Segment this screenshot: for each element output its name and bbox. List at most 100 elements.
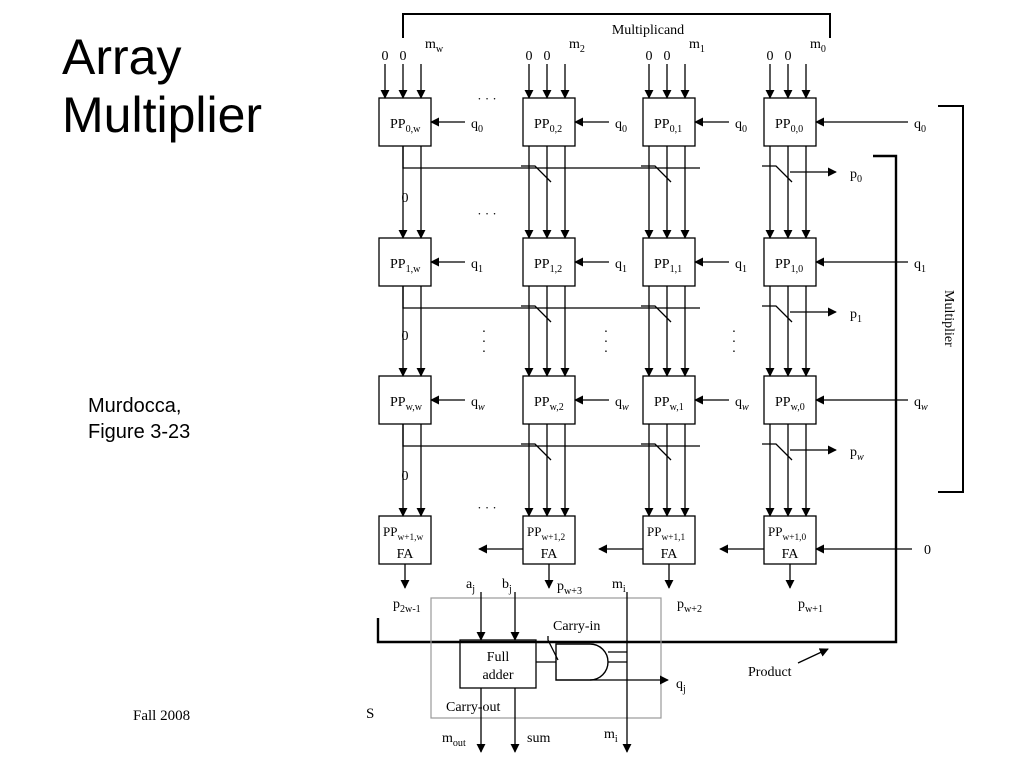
vertical-dots: · xyxy=(732,325,737,340)
caption-line-1: Murdocca, xyxy=(88,395,182,417)
sum-label: sum xyxy=(527,731,550,746)
multiplicand-bit-label: m0 xyxy=(810,37,826,55)
ellipsis: · · · xyxy=(477,500,497,515)
caption-line-2: Figure 3-23 xyxy=(88,421,191,443)
vertical-dots: · xyxy=(732,335,737,350)
pp-cell-label: PPw,2 xyxy=(534,395,564,413)
title-line-2: Multiplier xyxy=(62,87,263,143)
pp-cell-label: PPw,w xyxy=(390,395,423,413)
pp-cell-label: PP0,0 xyxy=(775,117,803,135)
slide-title: Array Multiplier xyxy=(62,28,262,144)
p-label: p0 xyxy=(850,167,862,185)
vertical-dots: · xyxy=(604,335,609,350)
product-bracket xyxy=(376,154,898,644)
q-label: qw xyxy=(914,395,928,413)
zero-label: 0 xyxy=(646,49,653,64)
pp-cell-label: PP1,1 xyxy=(654,257,682,275)
carry-diag xyxy=(762,305,793,323)
ellipsis: · · · xyxy=(477,91,497,106)
full-adder-label: adder xyxy=(482,668,513,683)
vertical-dots: · xyxy=(482,335,487,350)
row-wire xyxy=(402,424,700,447)
fa-label: FA xyxy=(661,547,679,562)
slide-footer: Fall 2008 xyxy=(133,708,191,724)
carry-diag xyxy=(521,443,552,461)
mi-label: mi xyxy=(612,577,626,595)
zero-label: 0 xyxy=(400,49,407,64)
bj-label: bj xyxy=(502,577,512,595)
product-arrow xyxy=(797,648,829,664)
pp-cell-label: PPw,0 xyxy=(775,395,805,413)
row-wire xyxy=(402,286,700,309)
detail-box xyxy=(430,597,662,719)
qj-label: qj xyxy=(676,677,686,695)
vertical-dots: · xyxy=(482,325,487,340)
multiplicand-label: Multiplicand xyxy=(612,23,684,38)
full-adder-label: Full xyxy=(487,650,510,665)
full-adder-box xyxy=(459,639,537,689)
mout-label: mout xyxy=(442,731,466,749)
pp-cell-label: PPw,1 xyxy=(654,395,684,413)
pp-cell-label: PP0,1 xyxy=(654,117,682,135)
footer-fragment: S xyxy=(366,706,375,722)
multiplicand-bit-label: mw xyxy=(425,37,444,55)
zero-label: 0 xyxy=(526,49,533,64)
q-label: qw xyxy=(615,395,629,413)
carry-diag xyxy=(521,305,552,323)
pp-cell-label: PP0,w xyxy=(390,117,421,135)
row-wire xyxy=(402,146,700,169)
carry-diag xyxy=(641,305,672,323)
fa-label: FA xyxy=(397,547,415,562)
pp-cell-label: PP0,2 xyxy=(534,117,562,135)
carry-diag xyxy=(641,165,672,183)
carry-diag xyxy=(641,443,672,461)
zero-label: 0 xyxy=(382,49,389,64)
zero-label: 0 xyxy=(402,329,409,344)
carry-diag xyxy=(521,165,552,183)
zero-label: 0 xyxy=(544,49,551,64)
pp-cell-label: PP1,w xyxy=(390,257,421,275)
aj-label: aj xyxy=(466,577,475,595)
q-label: q1 xyxy=(615,257,627,275)
q-label: q0 xyxy=(471,117,483,135)
multiplicand-bracket xyxy=(402,13,831,38)
multiplier-bracket xyxy=(938,105,964,493)
zero-label: 0 xyxy=(785,49,792,64)
zero-label: 0 xyxy=(924,543,931,558)
q-label: q1 xyxy=(735,257,747,275)
vertical-dots: · xyxy=(732,345,737,360)
p-label: p1 xyxy=(850,307,862,325)
multiplier-label: Multiplier xyxy=(941,290,956,347)
fa-label: FA xyxy=(782,547,800,562)
carry-out-label: Carry-out xyxy=(446,700,501,715)
pp-cell-label: PP1,0 xyxy=(775,257,803,275)
ellipsis: · · · xyxy=(477,206,497,221)
fa-cell-label: PPw+1,w xyxy=(383,524,423,543)
fa-cell-label: PPw+1,1 xyxy=(647,524,685,543)
q-label: q1 xyxy=(471,257,483,275)
fa-output-label: pw+2 xyxy=(677,597,702,615)
carry-diag xyxy=(762,165,793,183)
p-label: pw xyxy=(850,445,864,463)
vertical-dots: · xyxy=(604,325,609,340)
zero-label: 0 xyxy=(402,191,409,206)
zero-label: 0 xyxy=(402,469,409,484)
vertical-dots: · xyxy=(604,345,609,360)
q-label: q0 xyxy=(914,117,926,135)
fa-cell-label: PPw+1,2 xyxy=(527,524,565,543)
fa-output-label: p2w-1 xyxy=(393,597,421,615)
multiplicand-bit-label: m2 xyxy=(569,37,585,55)
fa-label: FA xyxy=(541,547,559,562)
product-label: Product xyxy=(748,665,792,680)
figure-caption: Murdocca, Figure 3-23 xyxy=(88,393,190,445)
carry-diag xyxy=(762,443,793,461)
zero-label: 0 xyxy=(767,49,774,64)
fa-cell-label: PPw+1,0 xyxy=(768,524,806,543)
fa-output-label: pw+1 xyxy=(798,597,823,615)
carry-in-wire xyxy=(547,636,559,661)
q-label: q0 xyxy=(735,117,747,135)
q-label: qw xyxy=(471,395,485,413)
vertical-dots: · xyxy=(482,345,487,360)
and-gate xyxy=(555,643,609,681)
